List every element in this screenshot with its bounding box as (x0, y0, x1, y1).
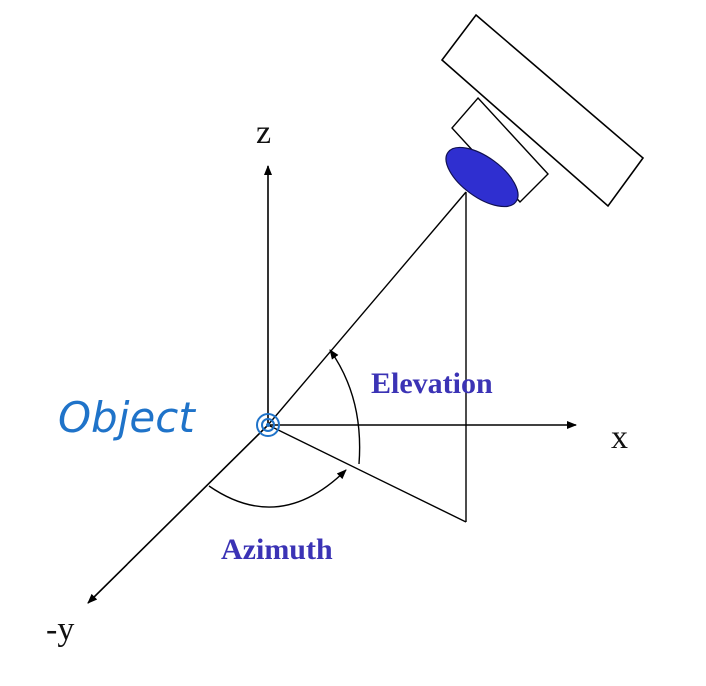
object-marker-icon (256, 413, 280, 437)
neg-y-axis-label: -y (46, 611, 74, 648)
x-axis-label: x (611, 419, 628, 456)
z-axis-label: z (256, 114, 271, 151)
ground-projection (267, 424, 467, 523)
azimuth-label: Azimuth (221, 533, 333, 566)
elevation-label: Elevation (371, 367, 493, 400)
line-of-sight (267, 191, 467, 426)
camera-icon (440, 13, 645, 208)
azimuth-arc (208, 469, 347, 508)
neg-y-axis (87, 424, 269, 604)
object-label: Object (58, 393, 196, 442)
elevation-arc (329, 349, 361, 465)
camera-lens (445, 146, 519, 208)
